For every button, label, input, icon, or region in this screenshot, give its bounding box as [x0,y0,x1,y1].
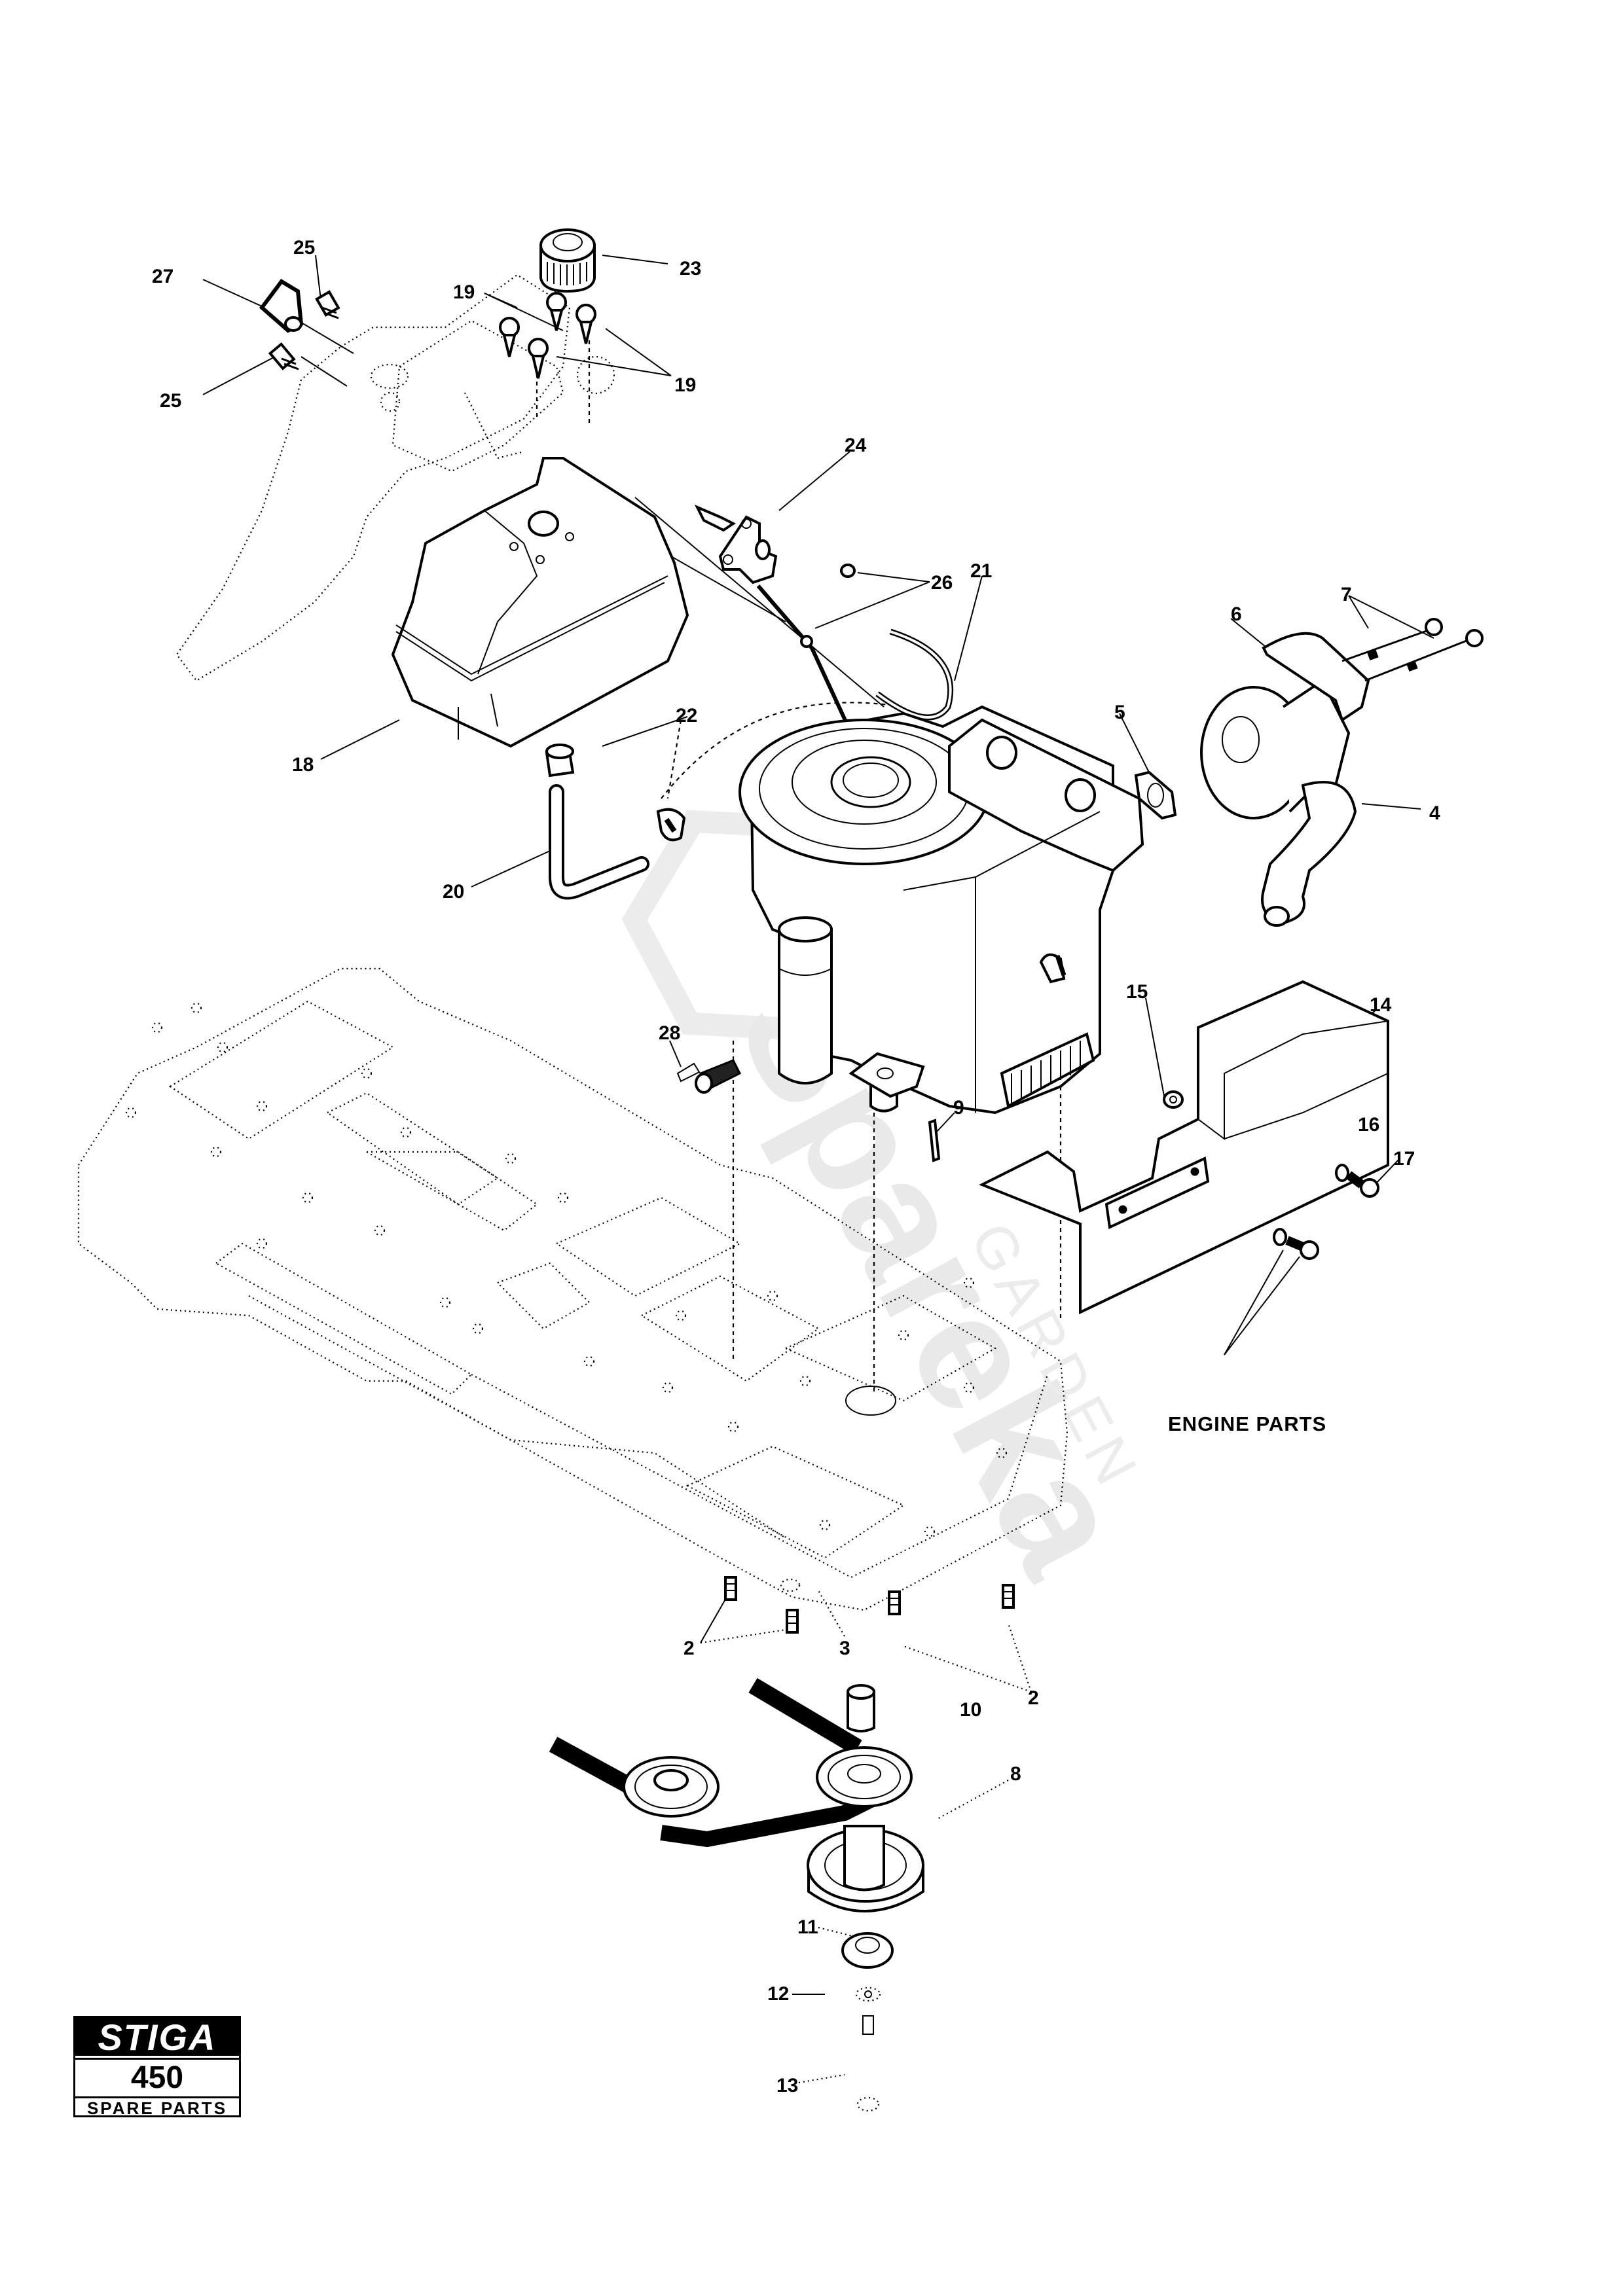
callout-7: 7 [1341,584,1352,605]
pulley-8-part [807,1825,924,1912]
washer-3 [780,1578,801,1592]
hose-clamp-22b [656,808,686,842]
callout-6: 6 [1231,603,1242,625]
pulley-upper-right-part [816,1746,913,1808]
nut-15-part [1163,1090,1184,1109]
nut-26 [840,564,856,578]
callout-28: 28 [659,1022,680,1044]
callout-18: 18 [292,754,314,776]
callout-10: 10 [960,1699,981,1721]
callout-19-top: 19 [453,281,475,303]
callout-24: 24 [845,435,867,456]
callout-22: 22 [676,705,697,726]
washer-12-part [855,1986,881,2002]
logo-brand: STIGA [75,2018,239,2057]
hose-clamp-22a [545,744,575,778]
fuel-tank-part [391,457,689,748]
pulley-left-part [623,1756,720,1818]
callout-14: 14 [1370,994,1392,1016]
callout-26: 26 [931,572,953,594]
screw-25-left [268,342,299,370]
bolt-17-part [1345,1171,1379,1198]
pulley-hub-11-part [841,1932,894,1969]
fuel-hose-part [549,784,649,900]
bolt-13-part [856,2015,880,2112]
callout-16: 16 [1358,1114,1379,1136]
callout-labels: 27 25 25 23 19 19 24 26 21 6 7 5 4 18 22… [152,237,1440,2096]
fuel-cap-part [539,228,596,293]
callout-8: 8 [1010,1763,1021,1785]
heat-shield-part [1262,632,1370,723]
washer-16-part [1335,1164,1349,1182]
screws-2 [724,1576,1015,1634]
callout-25-left: 25 [160,390,181,412]
callout-17: 17 [1393,1148,1415,1170]
callout-3: 3 [839,1638,850,1659]
callout-15: 15 [1126,981,1148,1003]
callout-5: 5 [1114,702,1125,723]
console-bracket [175,274,615,682]
callout-23: 23 [680,258,701,279]
logo-model: 450 [75,2058,239,2098]
callout-11: 11 [797,1916,818,1938]
callout-21: 21 [970,560,992,582]
callout-20: 20 [443,881,464,903]
callout-2-left: 2 [684,1638,695,1659]
chassis-frame [77,967,1068,1611]
spacer-10-part [847,1684,875,1732]
engine-parts-note: ENGINE PARTS [1168,1412,1326,1435]
bolts-7 [1341,618,1484,682]
callout-12: 12 [767,1983,789,2005]
callout-19-right: 19 [674,374,696,396]
callout-4: 4 [1429,802,1440,824]
screw-25-top [315,290,340,319]
callout-25-top: 25 [293,237,315,259]
stiga-logo-block: STIGA 450 SPARE PARTS [73,2016,241,2118]
callout-9: 9 [953,1097,964,1119]
engine-part [739,705,1144,1115]
cover-plate-part [979,980,1389,1315]
throttle-control-part [694,505,853,734]
callout-13: 13 [776,2075,798,2096]
gasket-part [1134,770,1177,820]
engine-cooling-fins [1000,1032,1095,1109]
key-9-part [928,1119,941,1162]
clip-21-part [875,628,954,721]
logo-subtitle: SPARE PARTS [86,2098,228,2118]
muffler-part [1200,679,1357,927]
callout-2-right: 2 [1028,1687,1039,1709]
callout-27: 27 [152,266,173,287]
engine-bolt-pair [1273,1228,1319,1260]
knob-part [259,279,304,333]
screws-19 [499,292,596,379]
drain-plug-part [676,1059,742,1094]
